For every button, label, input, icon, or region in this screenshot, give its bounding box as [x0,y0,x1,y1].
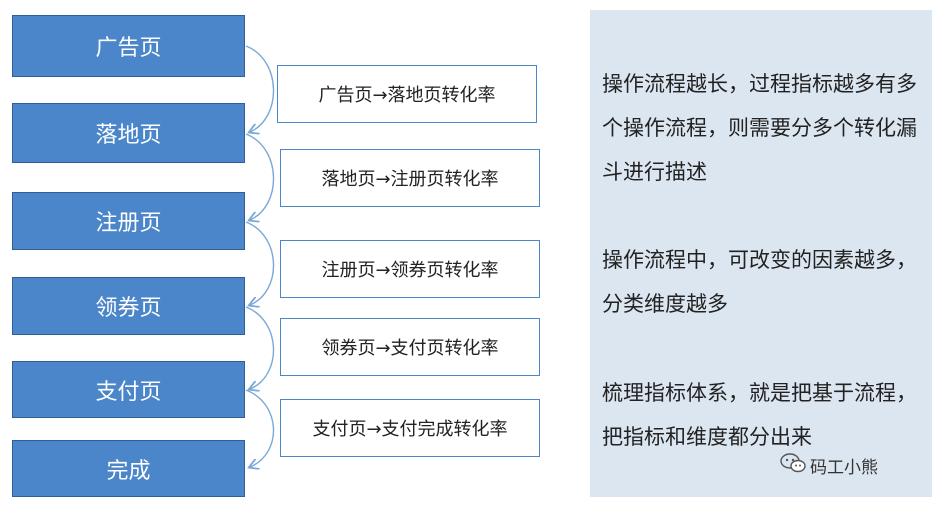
rate-register-to-coupon: 注册页→领券页转化率 [280,240,540,298]
rate-payment-to-complete: 支付页→支付完成转化率 [280,399,540,457]
arrow-5 [245,389,275,467]
watermark: 码工小熊 [780,453,878,478]
notes-panel: 操作流程越长，过程指标越多有多个操作流程，则需要分多个转化漏斗进行描述 操作流程… [590,10,932,497]
arrow-1 [245,45,275,132]
arrow-3 [245,221,275,305]
step-coupon-page: 领券页 [12,277,245,335]
step-register-page: 注册页 [12,192,245,250]
rate-coupon-to-payment: 领券页→支付页转化率 [280,318,540,376]
note-metric-system: 梳理指标体系，就是把基于流程，把指标和维度都分出来 [602,381,917,449]
arrow-2 [245,133,275,220]
step-ad-page: 广告页 [12,15,245,77]
wechat-icon [780,453,806,478]
step-complete: 完成 [12,440,245,497]
step-payment-page: 支付页 [12,361,245,418]
note-process-length: 操作流程越长，过程指标越多有多个操作流程，则需要分多个转化漏斗进行描述 [602,72,917,184]
watermark-text: 码工小熊 [810,458,878,478]
arrow-4 [245,306,275,389]
note-variable-factors: 操作流程中，可改变的因素越多，分类维度越多 [602,248,917,316]
rate-ad-to-landing: 广告页→落地页转化率 [277,65,537,123]
step-landing-page: 落地页 [12,103,245,163]
rate-landing-to-register: 落地页→注册页转化率 [280,149,540,207]
